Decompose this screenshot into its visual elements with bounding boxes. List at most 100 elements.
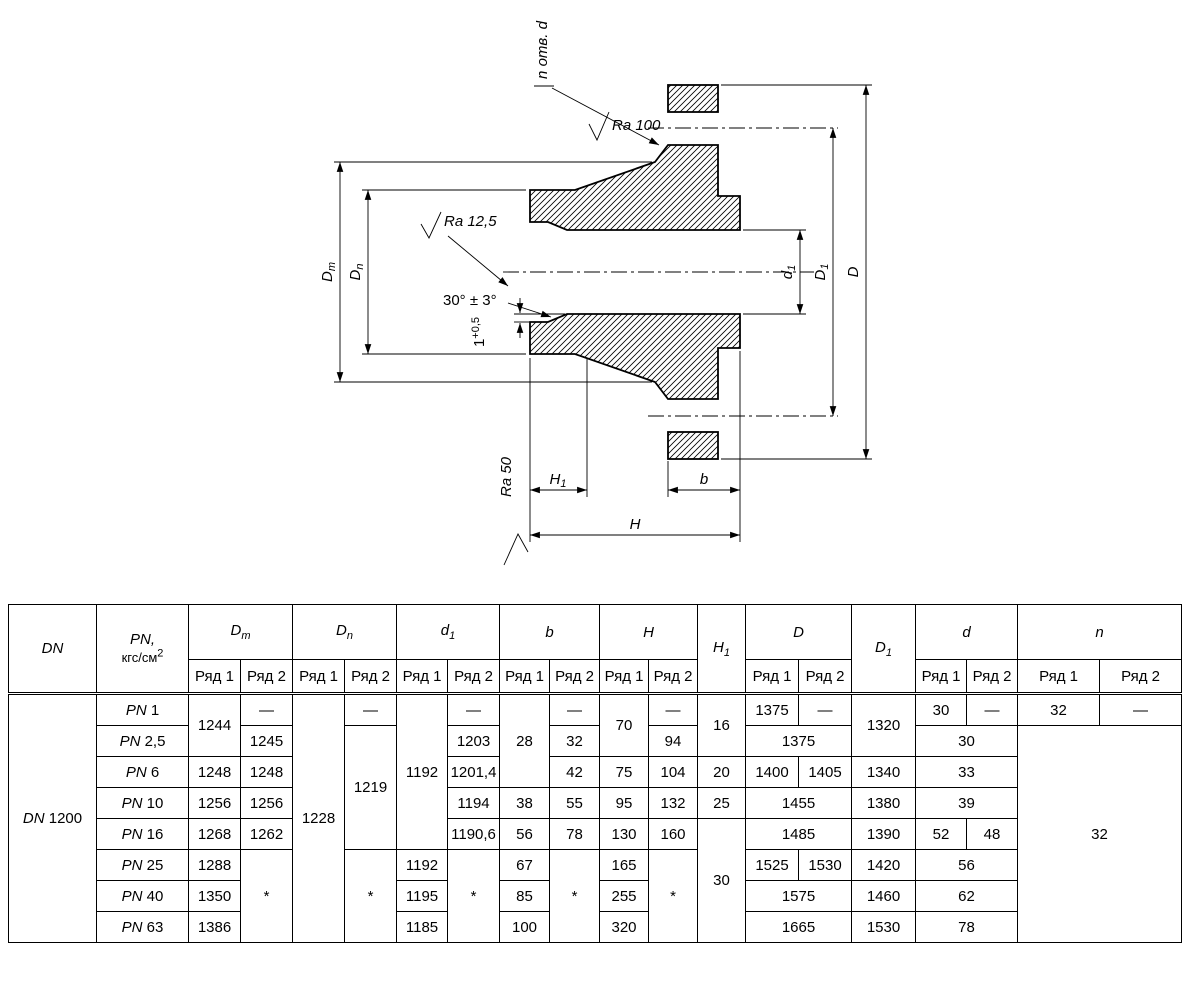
value-cell: 320: [599, 911, 650, 943]
header-H: H: [599, 604, 699, 660]
value-cell: 130: [599, 818, 650, 850]
label-angle: 30° ± 3°: [443, 292, 497, 309]
value-cell: 30: [915, 725, 1019, 757]
value-cell: 30: [915, 693, 968, 726]
subheader-row1: Ряд 1: [396, 659, 449, 695]
header-d: d: [915, 604, 1019, 660]
subheader-row1: Ряд 1: [745, 659, 800, 695]
value-cell: 1268: [188, 818, 241, 850]
value-cell: *: [648, 849, 699, 943]
value-cell: 1194: [447, 787, 501, 819]
value-cell: —: [648, 693, 699, 726]
value-cell: 1485: [745, 818, 853, 850]
flange-upper-half: [529, 144, 741, 231]
value-cell: PN 10: [96, 787, 189, 819]
value-cell: 1375: [745, 725, 853, 757]
value-cell: 100: [499, 911, 551, 943]
value-cell: 33: [915, 756, 1019, 788]
value-cell: 1256: [188, 787, 241, 819]
header-d1: d1: [396, 604, 501, 660]
header-D1: D1: [851, 604, 917, 695]
value-cell: PN 63: [96, 911, 189, 943]
value-cell: 30: [697, 818, 747, 943]
header-b: b: [499, 604, 601, 660]
value-cell: 70: [599, 693, 650, 757]
value-cell: 75: [599, 756, 650, 788]
value-cell: 48: [966, 818, 1019, 850]
value-cell: 132: [648, 787, 699, 819]
label-d1: d1: [779, 265, 798, 279]
value-cell: 1195: [396, 880, 449, 912]
label-ra-100: Ra 100: [612, 117, 661, 134]
value-cell: 1201,4: [447, 756, 501, 788]
value-cell: PN 16: [96, 818, 189, 850]
value-cell: PN 2,5: [96, 725, 189, 757]
value-cell: 1665: [745, 911, 853, 943]
flange-rim-top: [667, 84, 719, 113]
flange-technical-drawing: n отв. d Ra 100 Ra 12,5 Ra 50 30° ± 3° 1…: [319, 20, 872, 566]
value-cell: 55: [549, 787, 601, 819]
label-Dn: Dn: [347, 264, 366, 281]
value-cell: 32: [549, 725, 601, 757]
header-n: n: [1017, 604, 1183, 660]
value-cell: —: [447, 693, 501, 726]
value-cell: 32: [1017, 725, 1183, 943]
centerlines: [503, 127, 838, 417]
subheader-row1: Ряд 1: [188, 659, 241, 695]
value-cell: 1320: [851, 693, 917, 757]
subheader-row2: Ряд 2: [239, 659, 294, 695]
value-cell: 56: [499, 818, 551, 850]
value-cell: 1203: [447, 725, 501, 757]
value-cell: 67: [499, 849, 551, 881]
header-Dm: Dm: [187, 604, 294, 660]
value-cell: DN 1200: [8, 693, 97, 943]
dimension-lines: [336, 85, 870, 539]
value-cell: 1248: [239, 756, 294, 788]
value-cell: PN 40: [96, 880, 189, 912]
value-cell: —: [549, 693, 601, 726]
label-step-1: 1+0,5: [470, 317, 488, 347]
value-cell: 28: [499, 693, 551, 788]
value-cell: 85: [499, 880, 551, 912]
value-cell: 1386: [188, 911, 241, 943]
value-cell: PN 25: [96, 849, 189, 881]
value-cell: 1190,6: [447, 818, 501, 850]
subheader-row1: Ряд 1: [499, 659, 551, 695]
value-cell: 56: [915, 849, 1019, 881]
header-H1: H1: [697, 604, 747, 695]
label-ra-50: Ra 50: [498, 456, 515, 497]
value-cell: *: [239, 849, 294, 943]
value-cell: 25: [697, 787, 747, 819]
label-D1: D1: [812, 264, 831, 281]
label-H: H: [630, 516, 641, 533]
flange-dimensions-table: DN PN, кгс/см2 Dm Dn d1 b H H1 D D1 d n: [8, 604, 1183, 943]
value-cell: 1350: [188, 880, 241, 912]
roughness-icon: [503, 532, 529, 566]
value-cell: 1380: [851, 787, 917, 819]
flange-lower-half: [529, 313, 741, 400]
value-cell: PN 6: [96, 756, 189, 788]
subheader-row1: Ряд 1: [1017, 659, 1101, 695]
value-cell: 38: [499, 787, 551, 819]
value-cell: 78: [915, 911, 1019, 943]
flange-cross-section: [529, 84, 741, 460]
value-cell: 1185: [396, 911, 449, 943]
value-cell: 1248: [188, 756, 241, 788]
value-cell: 1245: [239, 725, 294, 757]
subheader-row1: Ряд 1: [915, 659, 968, 695]
subheader-row1: Ряд 1: [292, 659, 346, 695]
value-cell: 1530: [851, 911, 917, 943]
value-cell: *: [447, 849, 501, 943]
subheader-row1: Ряд 1: [599, 659, 650, 695]
header-dn: DN: [8, 604, 97, 695]
value-cell: 1375: [745, 693, 800, 726]
table-container: DN PN, кгс/см2 Dm Dn d1 b H H1 D D1 d n: [8, 604, 1183, 943]
extension-lines: [334, 84, 872, 542]
subheader-row2: Ряд 2: [447, 659, 501, 695]
value-cell: 1530: [798, 849, 853, 881]
value-cell: 1256: [239, 787, 294, 819]
